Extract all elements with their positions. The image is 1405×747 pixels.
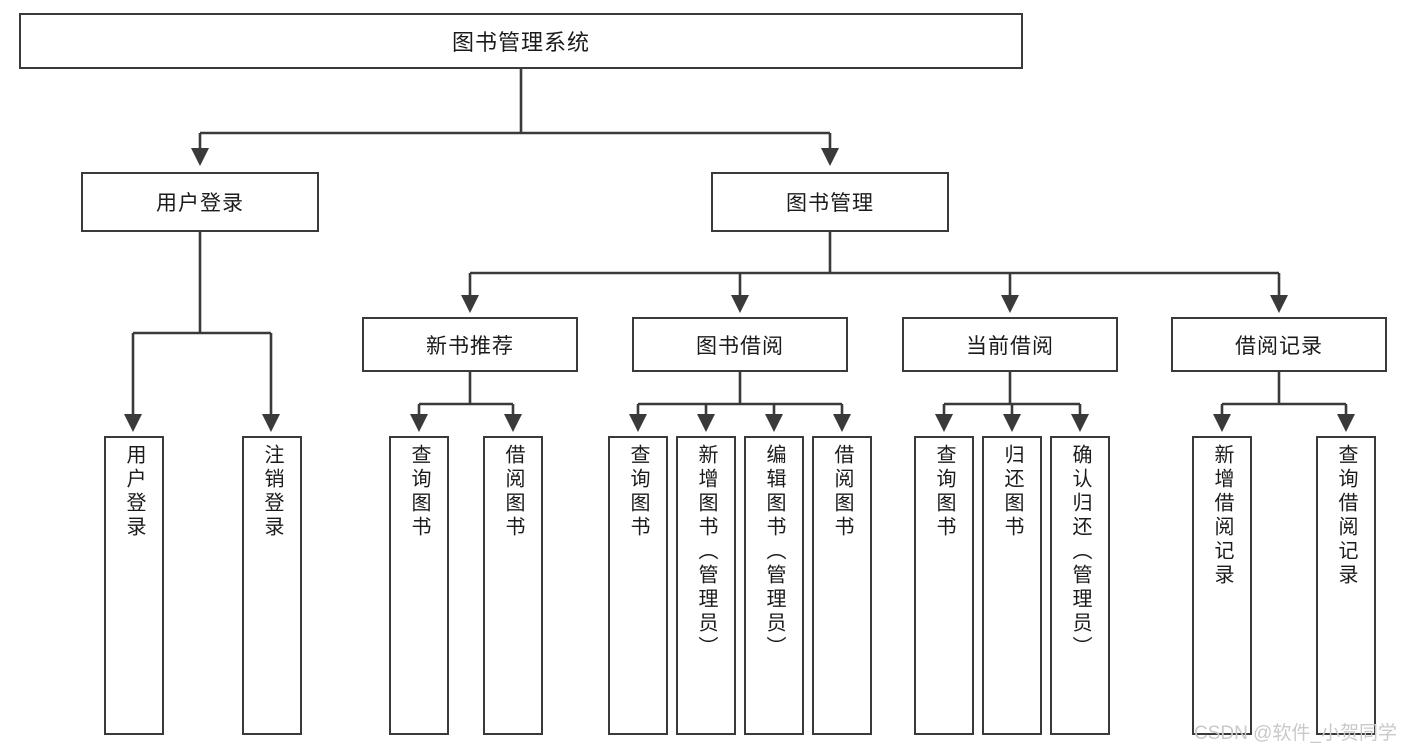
- node-current-borrow[interactable]: 当前借阅: [902, 317, 1118, 372]
- node-label: 归还图书: [1001, 444, 1023, 540]
- node-label: 查询借阅记录: [1335, 444, 1357, 588]
- node-borrow-record[interactable]: 借阅记录: [1171, 317, 1387, 372]
- node-book-management[interactable]: 图书管理: [711, 172, 949, 232]
- leaf-record-add-borrow-record[interactable]: 新增借阅记录: [1192, 436, 1252, 735]
- leaf-current-return-book[interactable]: 归还图书: [982, 436, 1042, 735]
- leaf-current-confirm-return-admin[interactable]: 确认归还（管理员）: [1050, 436, 1110, 735]
- node-label: 查询图书: [933, 444, 955, 540]
- leaf-recommend-query-book[interactable]: 查询图书: [389, 436, 449, 735]
- node-label: 新增图书（管理员）: [695, 444, 717, 660]
- node-label: 查询图书: [627, 444, 649, 540]
- node-label: 借阅图书: [502, 444, 524, 540]
- node-label: 新书推荐: [426, 334, 514, 358]
- node-label: 当前借阅: [966, 334, 1054, 358]
- node-label: 注销登录: [261, 444, 283, 540]
- node-label: 用户登录: [123, 444, 145, 540]
- node-label: 图书借阅: [696, 334, 784, 358]
- leaf-current-query-book[interactable]: 查询图书: [914, 436, 974, 735]
- leaf-borrow-edit-book-admin[interactable]: 编辑图书（管理员）: [744, 436, 804, 735]
- node-label: 编辑图书（管理员）: [763, 444, 785, 660]
- node-book-borrow[interactable]: 图书借阅: [632, 317, 848, 372]
- node-label: 借阅图书: [831, 444, 853, 540]
- csdn-watermark: CSDN @软件_小贺同学: [1194, 723, 1397, 744]
- leaf-borrow-add-book-admin[interactable]: 新增图书（管理员）: [676, 436, 736, 735]
- node-root-system[interactable]: 图书管理系统: [19, 13, 1023, 69]
- leaf-recommend-borrow-book[interactable]: 借阅图书: [483, 436, 543, 735]
- leaf-user-logout[interactable]: 注销登录: [242, 436, 302, 735]
- node-label: 查询图书: [408, 444, 430, 540]
- node-label: 借阅记录: [1235, 334, 1323, 358]
- leaf-borrow-borrow-book[interactable]: 借阅图书: [812, 436, 872, 735]
- node-user-login[interactable]: 用户登录: [81, 172, 319, 232]
- node-label: 用户登录: [156, 192, 244, 215]
- leaf-user-login[interactable]: 用户登录: [104, 436, 164, 735]
- node-label: 图书管理系统: [451, 30, 590, 55]
- leaf-borrow-query-book[interactable]: 查询图书: [608, 436, 668, 735]
- node-label: 确认归还（管理员）: [1069, 444, 1091, 660]
- node-new-book-recommend[interactable]: 新书推荐: [362, 317, 578, 372]
- node-label: 新增借阅记录: [1211, 444, 1233, 588]
- leaf-record-query-borrow-record[interactable]: 查询借阅记录: [1316, 436, 1376, 735]
- node-label: 图书管理: [786, 192, 874, 215]
